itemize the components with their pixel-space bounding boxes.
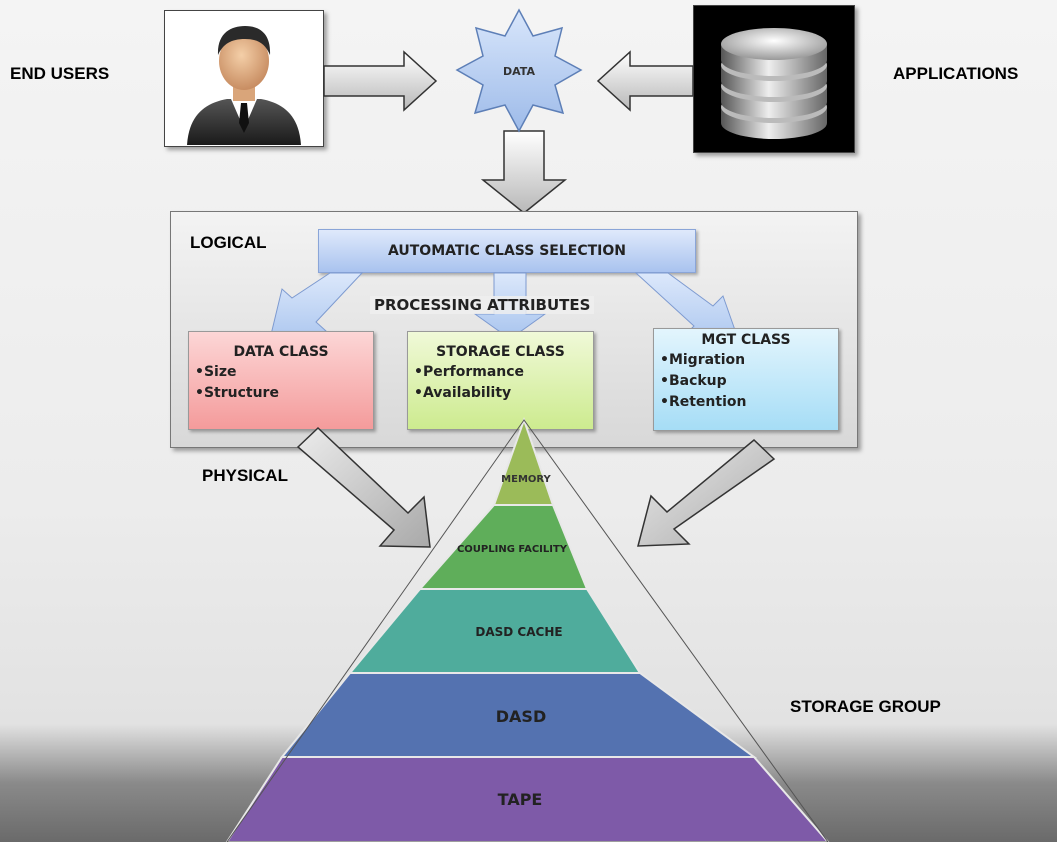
- arrow-mgt-class-to-pyramid: [637, 438, 776, 547]
- arrow-user-to-data: [323, 50, 438, 112]
- pyramid-tier-memory: [492, 416, 555, 506]
- end-users-label: END USERS: [10, 64, 110, 83]
- database-icon: [721, 28, 827, 139]
- storage-class-title: STORAGE CLASS: [436, 344, 565, 360]
- top-flow-graphic: DATA: [323, 8, 694, 214]
- arrow-data-class-to-pyramid: [296, 426, 431, 548]
- mgt-class-item: Migration: [660, 350, 832, 371]
- data-label: DATA: [503, 65, 535, 78]
- pyramid-label-memory: MEMORY: [501, 474, 551, 485]
- data-class-title: DATA CLASS: [233, 344, 329, 360]
- applications-label: APPLICATIONS: [893, 64, 1019, 83]
- pyramid-label-dasd-cache: DASD CACHE: [475, 625, 562, 639]
- data-class-box: DATA CLASS Size Structure: [188, 331, 374, 430]
- mgt-class-item: Retention: [660, 392, 832, 413]
- arrow-data-to-logical: [480, 130, 568, 214]
- storage-class-item: Availability: [414, 383, 587, 404]
- storage-group-label: STORAGE GROUP: [790, 697, 941, 716]
- end-users-box: [164, 10, 324, 147]
- storage-class-item: Performance: [414, 362, 587, 383]
- arrow-apps-to-data: [596, 50, 694, 112]
- applications-box: [693, 5, 855, 153]
- star-burst-icon: [455, 8, 583, 133]
- business-person-icon: [187, 26, 301, 145]
- pyramid-tier-tape: [225, 756, 830, 842]
- physical-label: PHYSICAL: [202, 466, 288, 485]
- mgt-class-title: MGT CLASS: [701, 332, 791, 348]
- data-class-item: Size: [195, 362, 367, 383]
- mgt-class-box: MGT CLASS Migration Backup Retention: [653, 328, 839, 431]
- storage-class-box: STORAGE CLASS Performance Availability: [407, 331, 594, 430]
- mgt-class-item: Backup: [660, 371, 832, 392]
- acs-box: AUTOMATIC CLASS SELECTION: [318, 229, 696, 273]
- logical-label: LOGICAL: [190, 233, 267, 252]
- pyramid-label-coupling-facility: COUPLING FACILITY: [457, 544, 568, 555]
- processing-attributes-label: PROCESSING ATTRIBUTES: [370, 296, 595, 314]
- acs-title: AUTOMATIC CLASS SELECTION: [387, 243, 627, 259]
- data-class-item: Structure: [195, 383, 367, 404]
- pyramid-label-tape: TAPE: [498, 790, 543, 809]
- pyramid-label-dasd: DASD: [496, 707, 546, 726]
